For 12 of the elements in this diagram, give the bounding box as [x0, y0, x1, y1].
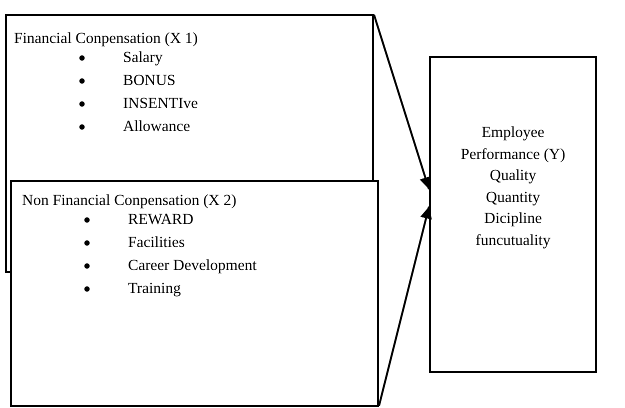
text-box [429, 56, 597, 373]
box-text: Dicipline [484, 210, 542, 227]
box-heading: Financial Conpensation (X 1) [14, 30, 198, 48]
box-heading: Non Financial Conpensation (X 2) [22, 192, 236, 210]
text-box [5, 14, 374, 180]
box-text: Employee Performance (Y) [460, 124, 566, 162]
box-text: Quantity [486, 188, 540, 206]
arrow [378, 206, 432, 406]
box-text: funcutuality [476, 232, 550, 248]
box-text: Quality [490, 167, 536, 184]
text-box [10, 180, 379, 407]
arrow [373, 14, 432, 190]
